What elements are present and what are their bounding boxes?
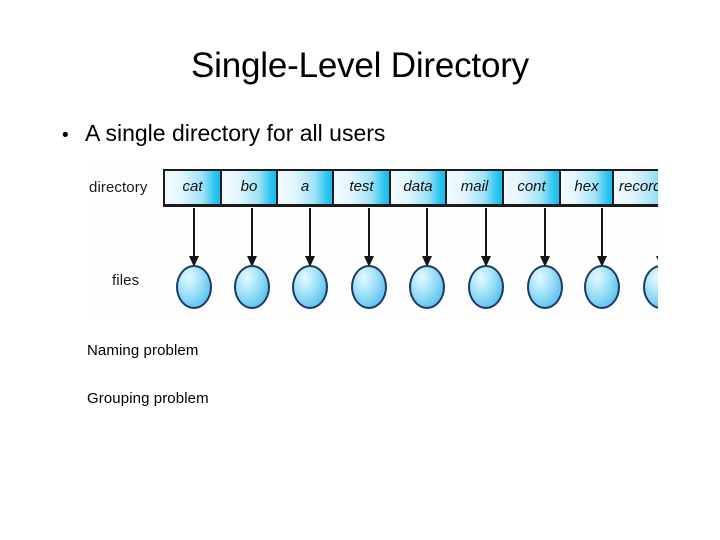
directory-entry-label: bo [240,178,258,195]
directory-entry-cell: data [391,171,447,204]
directory-entry-cell: mail [447,171,504,204]
directory-entry-label: mail [460,178,489,195]
directory-to-file-arrow-icon [363,208,375,270]
note-naming-problem: Naming problem [87,342,199,359]
bullet-point-icon: • [62,125,69,146]
files-row-label: files [112,272,140,289]
directory-to-file-arrow-icon [305,208,316,270]
file-node [467,265,504,309]
single-level-directory-diagram: directory files cat bo a test data mail … [88,162,658,314]
directory-entry-label: data [403,178,433,195]
directory-to-file-arrow-icon [188,208,200,270]
directory-entry-label: hex [574,178,599,195]
directory-row-label: directory [89,179,148,196]
bullet-item-label: A single directory for all users [85,120,386,146]
directory-to-file-arrow-icon [480,208,492,270]
directory-entry-label: test [349,178,374,195]
file-node [643,265,658,309]
directory-entry-label: cont [517,178,546,195]
page-title: Single-Level Directory [191,46,529,85]
bullet-item: • A single directory for all users [62,121,385,145]
file-node [292,265,328,309]
directory-entry-label: records [618,178,658,195]
file-node [409,265,445,309]
file-node [234,265,270,309]
directory-to-file-arrow-icon [247,208,258,270]
directory-to-file-arrow-icon [656,208,658,270]
directory-entry-label: cat [182,178,203,195]
directory-entry-cell: records [614,171,658,204]
file-node [583,265,620,309]
directory-to-file-arrow-icon [596,208,608,270]
directory-entry-cell: test [334,171,391,204]
note-grouping-problem: Grouping problem [87,390,209,407]
directory-entry-cell: cat [165,171,222,204]
directory-entry-row: cat bo a test data mail cont hex records [163,169,658,207]
directory-entry-cell: bo [222,171,278,204]
directory-entry-cell: a [278,171,334,204]
directory-to-file-arrow-icon [422,208,433,270]
file-node [175,265,212,309]
directory-entry-cell: cont [504,171,561,204]
file-node [350,265,387,309]
directory-to-file-arrow-icon [539,208,551,270]
directory-entry-cell: hex [561,171,614,204]
directory-entry-label: a [300,178,310,195]
file-node [526,265,563,309]
